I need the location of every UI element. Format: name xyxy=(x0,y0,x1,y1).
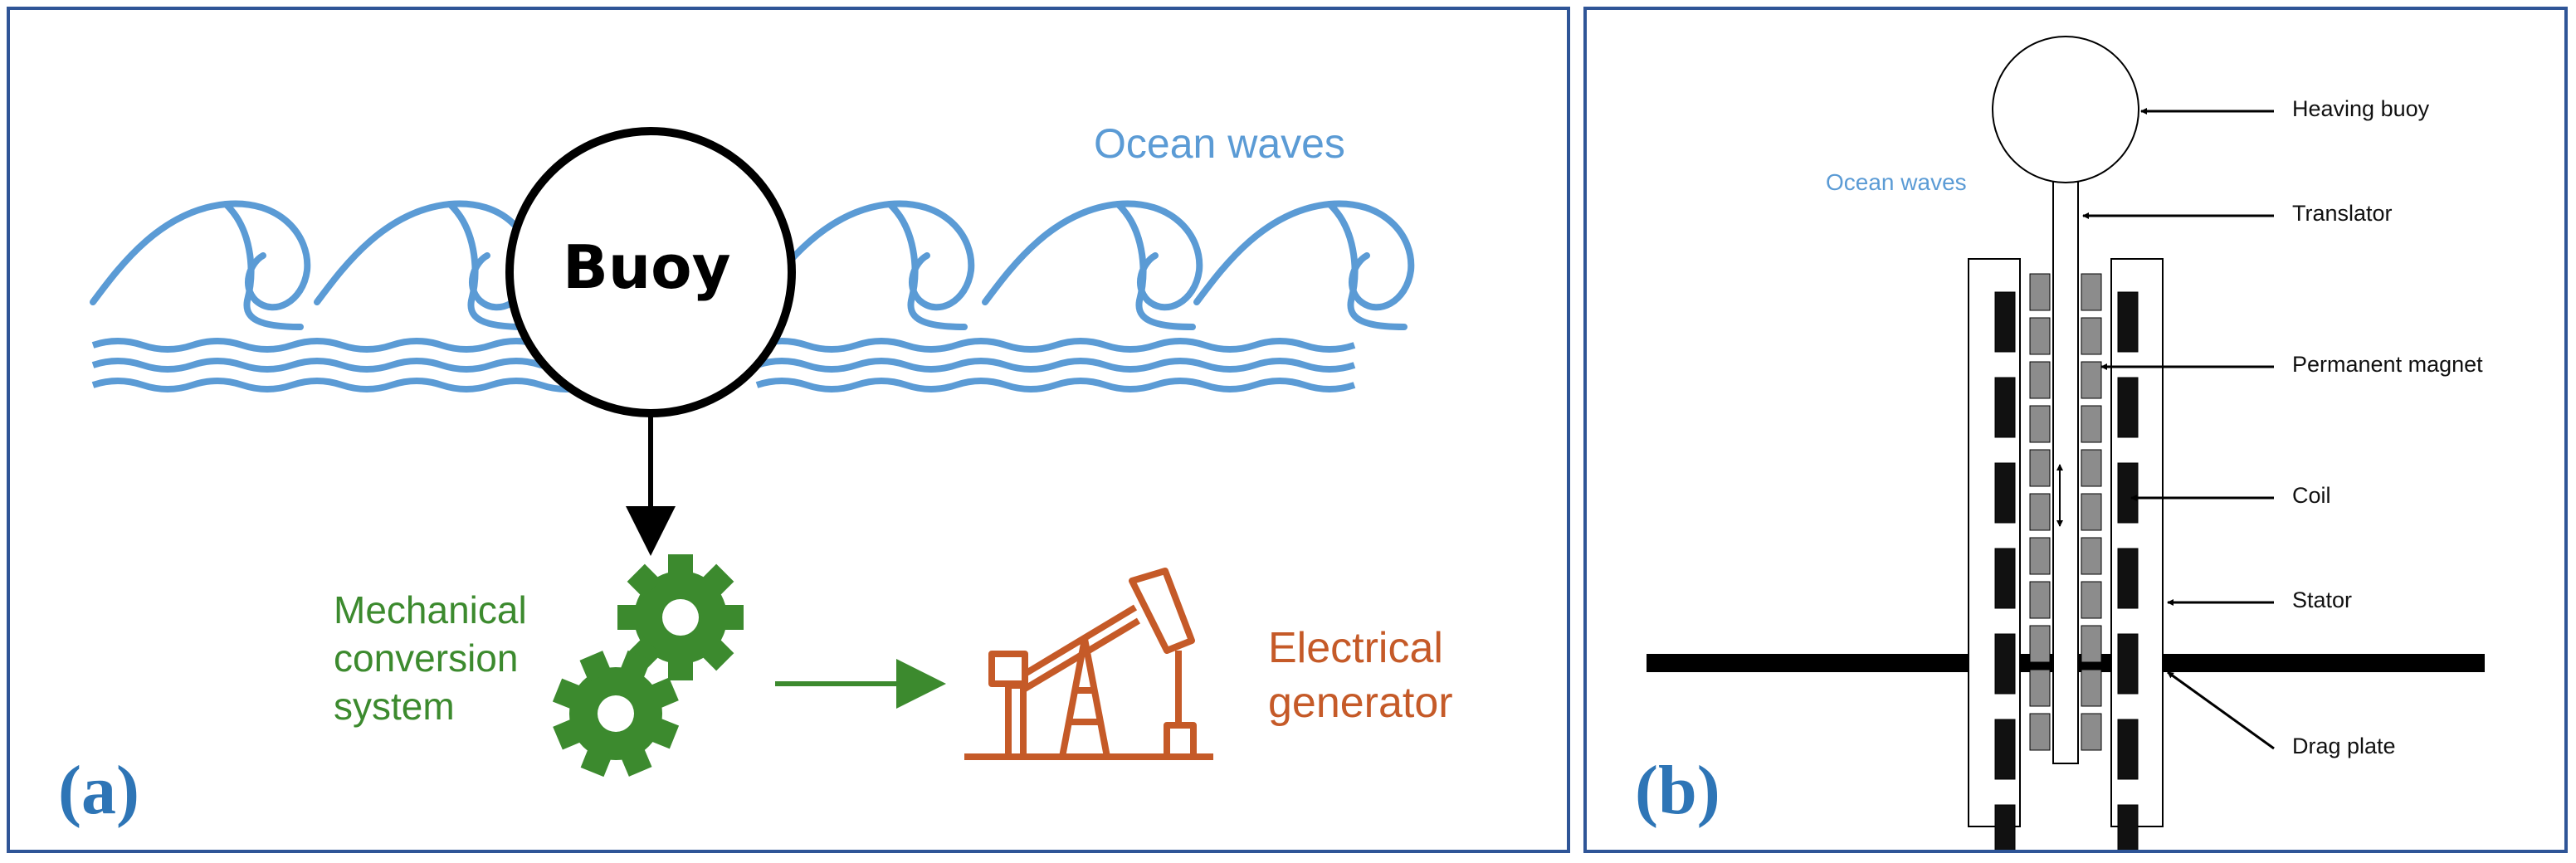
coil-block xyxy=(1994,548,2016,609)
label-permanent-magnet: Permanent magnet xyxy=(2292,352,2483,377)
buoy-label: Buoy xyxy=(563,232,731,302)
magnet-segment xyxy=(2029,493,2051,531)
mechanical-label-line: system xyxy=(334,685,455,728)
coil-block xyxy=(2117,548,2139,609)
generator-label-line: generator xyxy=(1268,679,1453,727)
label-translator: Translator xyxy=(2292,201,2393,226)
coil-block xyxy=(1994,291,2016,353)
panel-a: Buoy Ocean waves Mechanical conversion s… xyxy=(7,7,1570,853)
magnet-segment xyxy=(2081,449,2102,487)
coil-block xyxy=(2117,377,2139,438)
coil-block xyxy=(2117,462,2139,524)
magnet-segment xyxy=(2029,581,2051,619)
water-lines xyxy=(91,338,1356,392)
label-drag-plate: Drag plate xyxy=(2292,734,2396,758)
coil-block xyxy=(2117,804,2139,850)
magnet-segment xyxy=(2081,493,2102,531)
generator-label-line: Electrical xyxy=(1268,624,1443,672)
magnet-segment xyxy=(2029,317,2051,355)
magnet-segment xyxy=(2081,581,2102,619)
magnet-segment xyxy=(2081,405,2102,443)
label-stator: Stator xyxy=(2292,588,2353,612)
panel-label-b: (b) xyxy=(1635,752,1720,829)
panel-b: Ocean waves Heaving buoy Translator Perm… xyxy=(1583,7,2568,853)
label-heaving-buoy: Heaving buoy xyxy=(2292,96,2430,121)
coil-block xyxy=(1994,377,2016,438)
mechanical-label-line: Mechanical xyxy=(334,588,527,631)
panel-label-a: (a) xyxy=(58,752,139,829)
magnet-segment xyxy=(2029,405,2051,443)
ocean-waves-label: Ocean waves xyxy=(1094,120,1345,167)
mechanical-conversion-label: Mechanical conversion system xyxy=(334,586,527,730)
magnet-segment xyxy=(2081,669,2102,707)
coil-block xyxy=(2117,633,2139,695)
leader-arrows xyxy=(2082,108,2275,750)
magnet-segment xyxy=(2029,273,2051,311)
magnet-segment xyxy=(2029,537,2051,575)
magnet-segment xyxy=(2081,361,2102,399)
electrical-generator-label: Electrical generator xyxy=(1268,621,1453,730)
magnet-segment xyxy=(2029,669,2051,707)
panel-b-drawing xyxy=(1647,36,2485,850)
coil-block xyxy=(1994,462,2016,524)
magnet-segment xyxy=(2029,361,2051,399)
magnet-segment xyxy=(2081,625,2102,663)
coil-block xyxy=(1994,804,2016,850)
ocean-waves-label-b: Ocean waves xyxy=(1826,169,1967,195)
magnet-segment xyxy=(2081,317,2102,355)
panel-a-drawing xyxy=(10,127,1567,796)
heaving-buoy xyxy=(1992,36,2139,183)
translator-rod xyxy=(2052,172,2079,764)
coil-block xyxy=(2117,291,2139,353)
coil-block xyxy=(1994,719,2016,780)
coil-block xyxy=(1994,633,2016,695)
magnet-segment xyxy=(2029,625,2051,663)
mechanical-label-line: conversion xyxy=(334,636,519,680)
magnet-segment xyxy=(2081,713,2102,751)
gear-icon xyxy=(534,554,744,796)
coil-stack xyxy=(1994,291,2139,850)
coil-block xyxy=(2117,719,2139,780)
label-coil: Coil xyxy=(2292,483,2331,508)
magnet-segment xyxy=(2081,537,2102,575)
magnet-stack xyxy=(2029,273,2102,751)
magnet-segment xyxy=(2029,713,2051,751)
buoy-circle xyxy=(505,127,796,417)
magnet-segment xyxy=(2081,273,2102,311)
magnet-segment xyxy=(2029,449,2051,487)
pump-jack-icon xyxy=(964,568,1213,760)
